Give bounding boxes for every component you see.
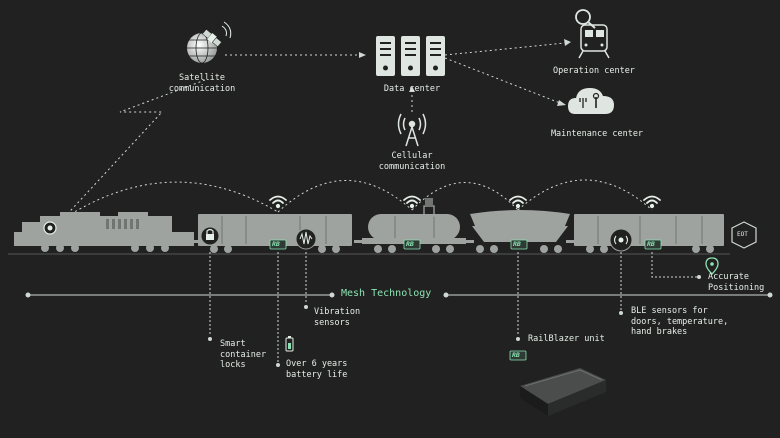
satellite-label: Satellite communication <box>168 73 236 94</box>
callout-locks: Smart container locks <box>220 339 267 370</box>
eot-device <box>731 221 757 249</box>
wifi-icons <box>269 195 661 209</box>
wifi-icon <box>403 195 421 209</box>
callout-dots <box>208 275 701 367</box>
mesh-technology-label: Mesh Technology <box>341 288 432 299</box>
rb-badge: RB <box>513 240 521 248</box>
callout-railblazer: RailBlazer unit <box>528 334 605 344</box>
callout-battery: Over 6 years battery life <box>286 359 348 380</box>
operation-center-icon <box>575 9 610 59</box>
mesh-arcs <box>49 179 653 229</box>
callout-vibration: Vibration sensors <box>314 307 361 328</box>
maintenance-center-icon <box>568 88 614 114</box>
eot-label: EOT <box>737 231 748 238</box>
railblazer-device <box>520 368 606 416</box>
operation-center-label: Operation center <box>553 66 635 76</box>
battery-icon <box>285 336 294 352</box>
data-center-icon <box>376 36 445 76</box>
arrowheads <box>359 39 571 106</box>
satellite-train-link <box>59 79 206 223</box>
wifi-icon <box>269 195 287 209</box>
rb-badge: RB <box>512 351 520 359</box>
callout-leaders <box>209 252 697 362</box>
callout-positioning: Accurate Positioning <box>708 272 765 293</box>
rb-badge: RB <box>406 240 414 248</box>
cellular-label: Cellular communication <box>378 151 446 172</box>
cellular-tower-icon <box>397 113 427 147</box>
connection-lines <box>59 42 566 223</box>
callout-ble: BLE sensors for doors, temperature, hand… <box>631 306 729 337</box>
maintenance-center-label: Maintenance center <box>550 129 644 139</box>
location-pin-icon <box>705 257 719 275</box>
rb-badge: RB <box>647 240 655 248</box>
wifi-icon <box>643 195 661 209</box>
rb-badge-boxes <box>269 239 662 361</box>
hopper-car <box>462 210 570 253</box>
datacenter-maintenance-link <box>444 57 561 104</box>
wifi-icon <box>509 195 527 209</box>
datacenter-operation-link <box>444 42 566 56</box>
satellite-icon <box>187 21 232 64</box>
mesh-line <box>25 292 773 298</box>
boxcar-2 <box>566 214 724 253</box>
data-center-label: Data center <box>383 84 441 94</box>
rb-badge: RB <box>272 240 280 248</box>
locomotive <box>14 212 194 252</box>
boxcar-1 <box>188 214 352 253</box>
